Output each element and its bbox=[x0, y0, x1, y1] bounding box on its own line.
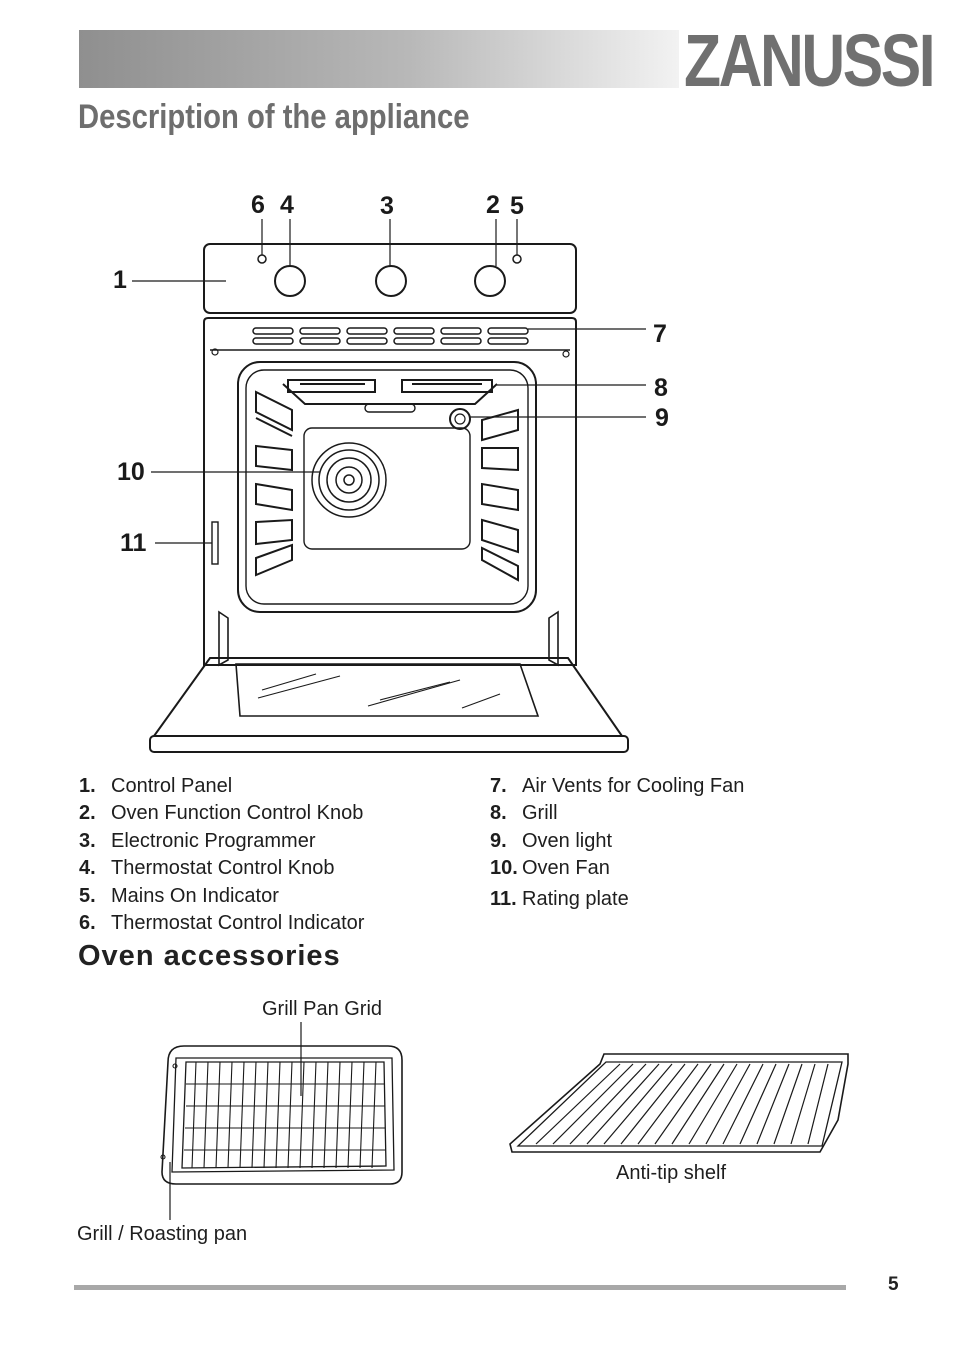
function-knob bbox=[474, 265, 506, 297]
roasting-pan-illustration bbox=[160, 1022, 403, 1220]
anti-tip-shelf-label: Anti-tip shelf bbox=[616, 1162, 727, 1184]
legend-label: Grill bbox=[522, 802, 558, 825]
footer-rule bbox=[74, 1285, 846, 1290]
shelf-wires bbox=[535, 1063, 829, 1145]
door-glass bbox=[235, 663, 540, 717]
legend-number: 9. bbox=[490, 829, 507, 852]
oven-body bbox=[203, 317, 577, 666]
oven-fan bbox=[311, 442, 387, 518]
thermostat-indicator-light bbox=[257, 254, 267, 264]
callout-7: 7 bbox=[653, 320, 667, 348]
legend-item: 7. Air Vents for Cooling Fan bbox=[490, 773, 744, 800]
legend-label: Air Vents for Cooling Fan bbox=[522, 775, 745, 797]
brand-logo: ZANUSSI bbox=[684, 19, 936, 102]
grill-element bbox=[282, 379, 498, 413]
oven-diagram bbox=[132, 219, 646, 753]
legend-item: 11.Rating plate bbox=[490, 886, 744, 913]
callout-2: 2 bbox=[486, 191, 500, 219]
legend-right: 7. Air Vents for Cooling Fan 8. Grill 9. Ov… bbox=[490, 773, 744, 913]
callout-1: 1 bbox=[113, 266, 127, 294]
section-title-accessories: Oven accessories bbox=[78, 940, 341, 972]
callout-9: 9 bbox=[655, 404, 669, 432]
legend-number: 2. bbox=[79, 802, 96, 825]
legend-number: 1. bbox=[79, 775, 96, 797]
roasting-pan-label: Grill / Roasting pan bbox=[77, 1223, 248, 1245]
callout-5: 5 bbox=[510, 192, 524, 220]
legend-number: 10. bbox=[490, 857, 518, 880]
page-title: Description of the appliance bbox=[78, 98, 470, 136]
shelf-runners-left bbox=[255, 390, 293, 577]
callout-6: 6 bbox=[251, 191, 265, 219]
oven-light bbox=[449, 408, 471, 430]
legend-number: 7. bbox=[490, 775, 507, 797]
shelf-frame bbox=[509, 1053, 849, 1153]
legend-item: 10.Oven Fan bbox=[490, 855, 744, 882]
legend-label: Oven Function Control Knob bbox=[111, 802, 364, 825]
callout-8: 8 bbox=[654, 374, 668, 402]
grill-pan-grid-label: Grill Pan Grid bbox=[262, 998, 383, 1020]
page-number: 5 bbox=[888, 1274, 899, 1295]
air-vents bbox=[252, 327, 529, 345]
anti-tip-shelf-illustration bbox=[509, 1053, 849, 1153]
mains-indicator-light bbox=[512, 254, 522, 264]
programmer-knob bbox=[375, 265, 407, 297]
oven-door bbox=[152, 657, 624, 737]
legend-label: Oven light bbox=[522, 829, 613, 852]
legend-label: Control Panel bbox=[111, 775, 233, 797]
legend-item: 2. Oven Function Control Knob bbox=[79, 800, 364, 827]
thermostat-knob bbox=[274, 265, 306, 297]
pan-outer bbox=[161, 1045, 403, 1185]
callout-11: 11 bbox=[120, 529, 147, 557]
oven-cavity-inner bbox=[245, 369, 529, 605]
rating-plate bbox=[211, 521, 219, 565]
legend-item: 3. Electronic Programmer bbox=[79, 828, 364, 855]
grid-bars bbox=[184, 1061, 386, 1169]
legend-item: 5. Mains On Indicator bbox=[79, 883, 364, 910]
header-bar bbox=[79, 30, 679, 88]
legend-label: Electronic Programmer bbox=[111, 829, 316, 852]
legend-label: Thermostat Control Indicator bbox=[111, 912, 365, 935]
legend-item: 9. Oven light bbox=[490, 828, 744, 855]
oven-cavity-outer bbox=[237, 361, 537, 613]
legend-number: 5. bbox=[79, 884, 96, 907]
legend-item: 1. Control Panel bbox=[79, 773, 364, 800]
legend-label: Rating plate bbox=[522, 887, 629, 910]
callout-4: 4 bbox=[280, 191, 294, 219]
callout-3: 3 bbox=[380, 192, 394, 220]
legend-number: 4. bbox=[79, 857, 96, 880]
legend-left: 1. Control Panel 2. Oven Function Control … bbox=[79, 773, 364, 937]
legend-number: 6. bbox=[79, 912, 96, 935]
legend-item: 6. Thermostat Control Indicator bbox=[79, 910, 364, 937]
legend-item: 4. Thermostat Control Knob bbox=[79, 855, 364, 882]
legend-item: 8. Grill bbox=[490, 800, 744, 827]
callout-10: 10 bbox=[117, 458, 145, 486]
legend-number: 8. bbox=[490, 802, 507, 825]
legend-label: Oven Fan bbox=[522, 857, 610, 880]
legend-number: 11. bbox=[490, 887, 517, 910]
fan-back-panel bbox=[303, 427, 471, 550]
legend-number: 3. bbox=[79, 829, 96, 852]
legend-label: Mains On Indicator bbox=[111, 884, 279, 907]
shelf-runners-right bbox=[481, 408, 519, 582]
legend-label: Thermostat Control Knob bbox=[111, 857, 335, 880]
